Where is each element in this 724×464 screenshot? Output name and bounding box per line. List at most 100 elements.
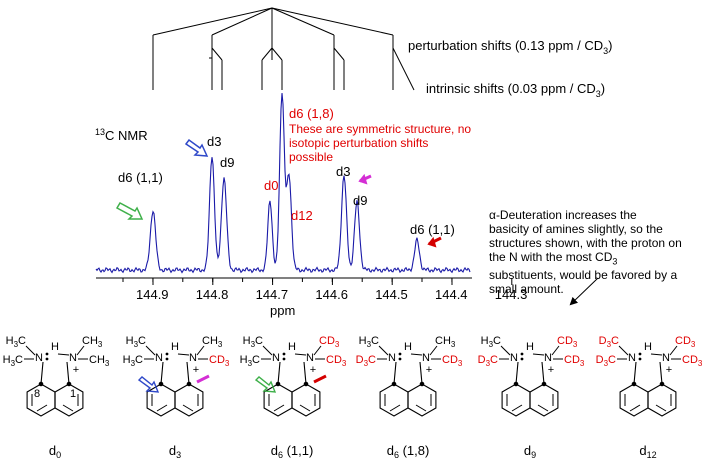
x-tick-label: 144.6: [315, 287, 348, 302]
atom-label: +: [548, 364, 554, 376]
peak-label-d6-right: d6 (1,1): [410, 222, 455, 237]
note-pointer-arrow: [569, 277, 599, 306]
atom-label: +: [310, 364, 316, 376]
atom-label: CH3: [202, 335, 223, 349]
peak-label-d0: d0: [264, 178, 278, 193]
atom-label: N: [272, 352, 280, 364]
atom-label: H3C: [126, 335, 146, 349]
peak-label-d12: d12: [291, 208, 313, 223]
atom-label: N: [155, 352, 163, 364]
atom-label: N: [306, 352, 314, 364]
atom-label: CH3: [435, 335, 456, 349]
peak-label-d9-left: d9: [220, 155, 234, 170]
structure-label: d12: [639, 443, 656, 460]
side-note: α-Deuteration increases the basicity of …: [489, 208, 721, 296]
atom-label: CD3: [675, 335, 696, 349]
red-arrowhead-icon: [427, 236, 437, 248]
atom-label: H: [404, 341, 412, 353]
atom-label: 1: [70, 388, 76, 400]
side-note-line-5: substituents, would be favored by a: [489, 268, 678, 283]
atom-label: H3C: [359, 335, 379, 349]
side-note-line-2: basicity of amines slightly, so the: [489, 222, 663, 236]
red-note-line-2: isotopic perturbation shifts: [289, 136, 428, 150]
naphthalene-ring: [379, 383, 437, 417]
atom-label: CD3: [209, 354, 230, 368]
structure-label: d6 (1,1): [271, 443, 314, 460]
structure-arrow-icon: [137, 376, 160, 393]
side-note-line-4: the N with the most CD3: [489, 250, 618, 267]
atom-label: D3C: [478, 354, 498, 368]
atom-label: +: [426, 364, 432, 376]
x-tick-label: 144.4: [435, 287, 468, 302]
structure-arrow-icon: [196, 374, 210, 384]
atom-label: H3C: [240, 354, 260, 368]
atom-label: CD3: [564, 354, 585, 368]
peak-label-d3-left: d3: [207, 134, 221, 149]
peak-label-d6-center: d6 (1,8): [289, 106, 334, 121]
x-axis-ticks: 144.9 144.8 144.7 144.6 144.5 144.4 144.3: [122, 278, 528, 302]
naphthalene-ring: [619, 383, 677, 417]
naphthalene-ring: [263, 383, 321, 417]
atom-label: H3C: [6, 335, 26, 349]
atom-label: N: [662, 352, 670, 364]
atom-label: CD3: [557, 335, 578, 349]
structure-label: d0: [49, 443, 61, 460]
atom-label: N: [510, 352, 518, 364]
nucleus-label: 13C NMR: [95, 127, 148, 143]
side-note-line-1: α-Deuteration increases the: [489, 208, 637, 222]
atom-label: D3C: [599, 335, 619, 349]
x-tick-label: 144.7: [256, 287, 289, 302]
atom-label: +: [193, 364, 199, 376]
atom-label: CH3: [89, 354, 110, 368]
peak-label-d9-right: d9: [353, 193, 367, 208]
atom-label: CD3: [319, 335, 340, 349]
x-tick-label: 144.5: [375, 287, 408, 302]
side-note-line-6: small amount.: [489, 282, 564, 297]
atom-label: CD3: [442, 354, 463, 368]
naphthalene-ring: [26, 383, 84, 417]
atom-label: H: [51, 341, 59, 353]
atom-label: D3C: [596, 354, 616, 368]
x-tick-label: 144.8: [196, 287, 229, 302]
atom-label: H: [288, 341, 296, 353]
atom-label: H: [526, 341, 534, 353]
magenta-arrowhead-icon: [358, 173, 368, 185]
atom-label: CD3: [326, 354, 347, 368]
structure-label: d3: [169, 443, 181, 460]
atom-label: N: [544, 352, 552, 364]
peak-label-d3-right: d3: [336, 164, 350, 179]
atom-label: +: [73, 364, 79, 376]
atom-label: H3C: [3, 354, 23, 368]
red-note-line-3: possible: [289, 150, 333, 164]
side-note-line-3: structures shown, with the proton on: [489, 236, 682, 250]
atom-label: N: [189, 352, 197, 364]
atom-label: CH3: [82, 335, 103, 349]
atom-label: N: [388, 352, 396, 364]
splitting-tree: [152, 7, 415, 91]
x-tick-label: 144.9: [136, 287, 169, 302]
perturbation-shifts-label: perturbation shifts (0.13 ppm / CD3): [408, 38, 612, 56]
atom-label: H: [644, 341, 652, 353]
atom-label: H: [171, 341, 179, 353]
x-tick-label: 144.3: [495, 287, 528, 302]
atom-label: N: [422, 352, 430, 364]
atom-label: H3C: [481, 335, 501, 349]
intrinsic-shifts-label: intrinsic shifts (0.03 ppm / CD3): [426, 81, 605, 99]
structure-arrow-icon: [254, 376, 277, 393]
green-arrow-icon: [115, 202, 144, 220]
atom-label: +: [666, 364, 672, 376]
atom-label: N: [69, 352, 77, 364]
peak-label-d6-left: d6 (1,1): [118, 170, 163, 185]
spectrum-trace: [95, 93, 471, 274]
atom-label: H3C: [243, 335, 263, 349]
naphthalene-ring: [501, 383, 559, 417]
atom-label: CD3: [682, 354, 703, 368]
spectrum-axes: 144.9 144.8 144.7 144.6 144.5 144.4 144.3: [96, 277, 528, 302]
